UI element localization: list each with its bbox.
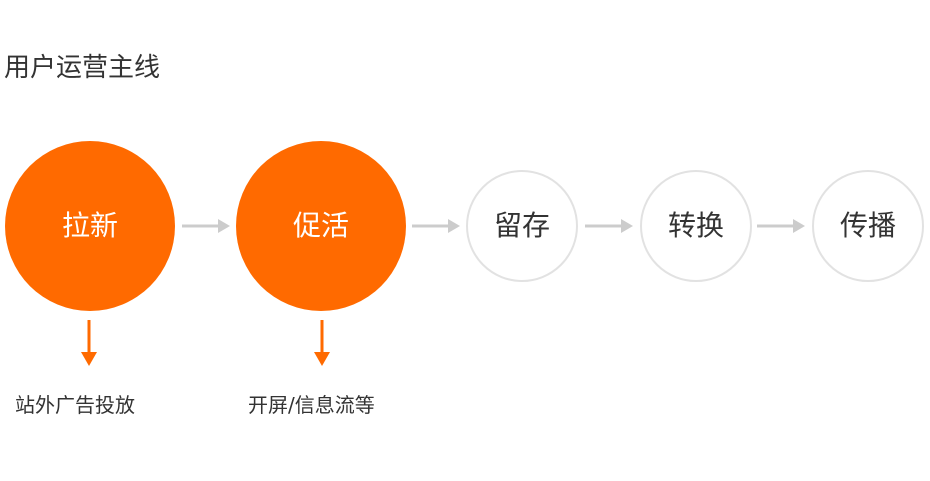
stage-label: 传播 bbox=[839, 209, 896, 242]
stage-conversion: 转换 bbox=[640, 170, 752, 282]
stage-activation: 促活 bbox=[236, 141, 406, 311]
flow-arrow-icon bbox=[412, 219, 460, 233]
stage-label: 促活 bbox=[292, 209, 349, 242]
flow-arrow-icon bbox=[585, 219, 633, 233]
caption-acquisition-channel: 站外广告投放 bbox=[15, 393, 135, 417]
stage-label: 拉新 bbox=[61, 209, 118, 242]
flow-arrow-icon bbox=[757, 219, 805, 233]
caption-activation-channel: 开屏/信息流等 bbox=[248, 393, 375, 417]
stage-referral: 传播 bbox=[812, 170, 924, 282]
down-arrow-icon bbox=[81, 320, 97, 366]
stage-acquisition: 拉新 bbox=[5, 141, 175, 311]
stage-retention: 留存 bbox=[466, 170, 578, 282]
diagram-title: 用户运营主线 bbox=[4, 53, 161, 83]
flow-arrow-icon bbox=[182, 219, 230, 233]
down-arrow-icon bbox=[314, 320, 330, 366]
stage-label: 留存 bbox=[493, 209, 550, 242]
stage-label: 转换 bbox=[667, 209, 724, 242]
